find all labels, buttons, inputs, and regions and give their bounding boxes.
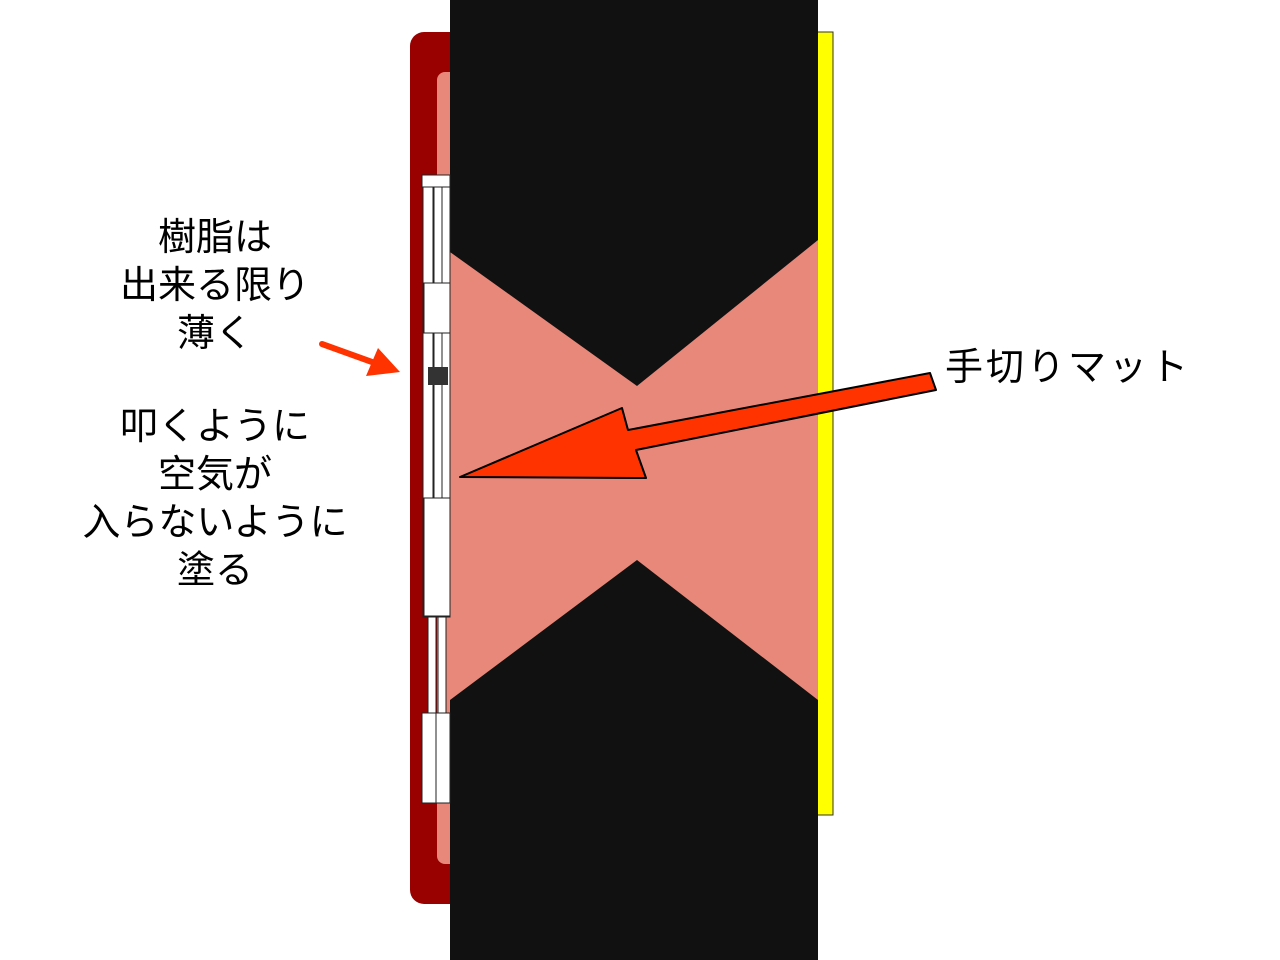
- yellow-layer: [815, 31, 834, 816]
- apply-line-4: 塗る: [176, 548, 253, 592]
- resin-thin-label: 樹脂は 出来る限り 薄く: [60, 213, 370, 357]
- film-layers: [421, 174, 451, 804]
- cutting-mat-arrow: [459, 372, 937, 479]
- apply-method-label: 叩くように 空気が 入らないように 塗る: [30, 402, 400, 594]
- black-block-bottom: [450, 560, 818, 960]
- cutting-mat-label: 手切りマット: [945, 345, 1192, 389]
- resin-pointer-arrow: [319, 341, 400, 376]
- apply-line-3: 入らないように: [82, 500, 348, 544]
- resin-thin-line-1: 樹脂は: [157, 215, 272, 259]
- resin-thin-line-2: 出来る限り: [119, 263, 310, 307]
- resin-thin-line-3: 薄く: [176, 311, 253, 355]
- apply-line-1: 叩くように: [119, 404, 310, 448]
- black-block-top: [450, 0, 818, 386]
- apply-line-2: 空気が: [157, 452, 272, 496]
